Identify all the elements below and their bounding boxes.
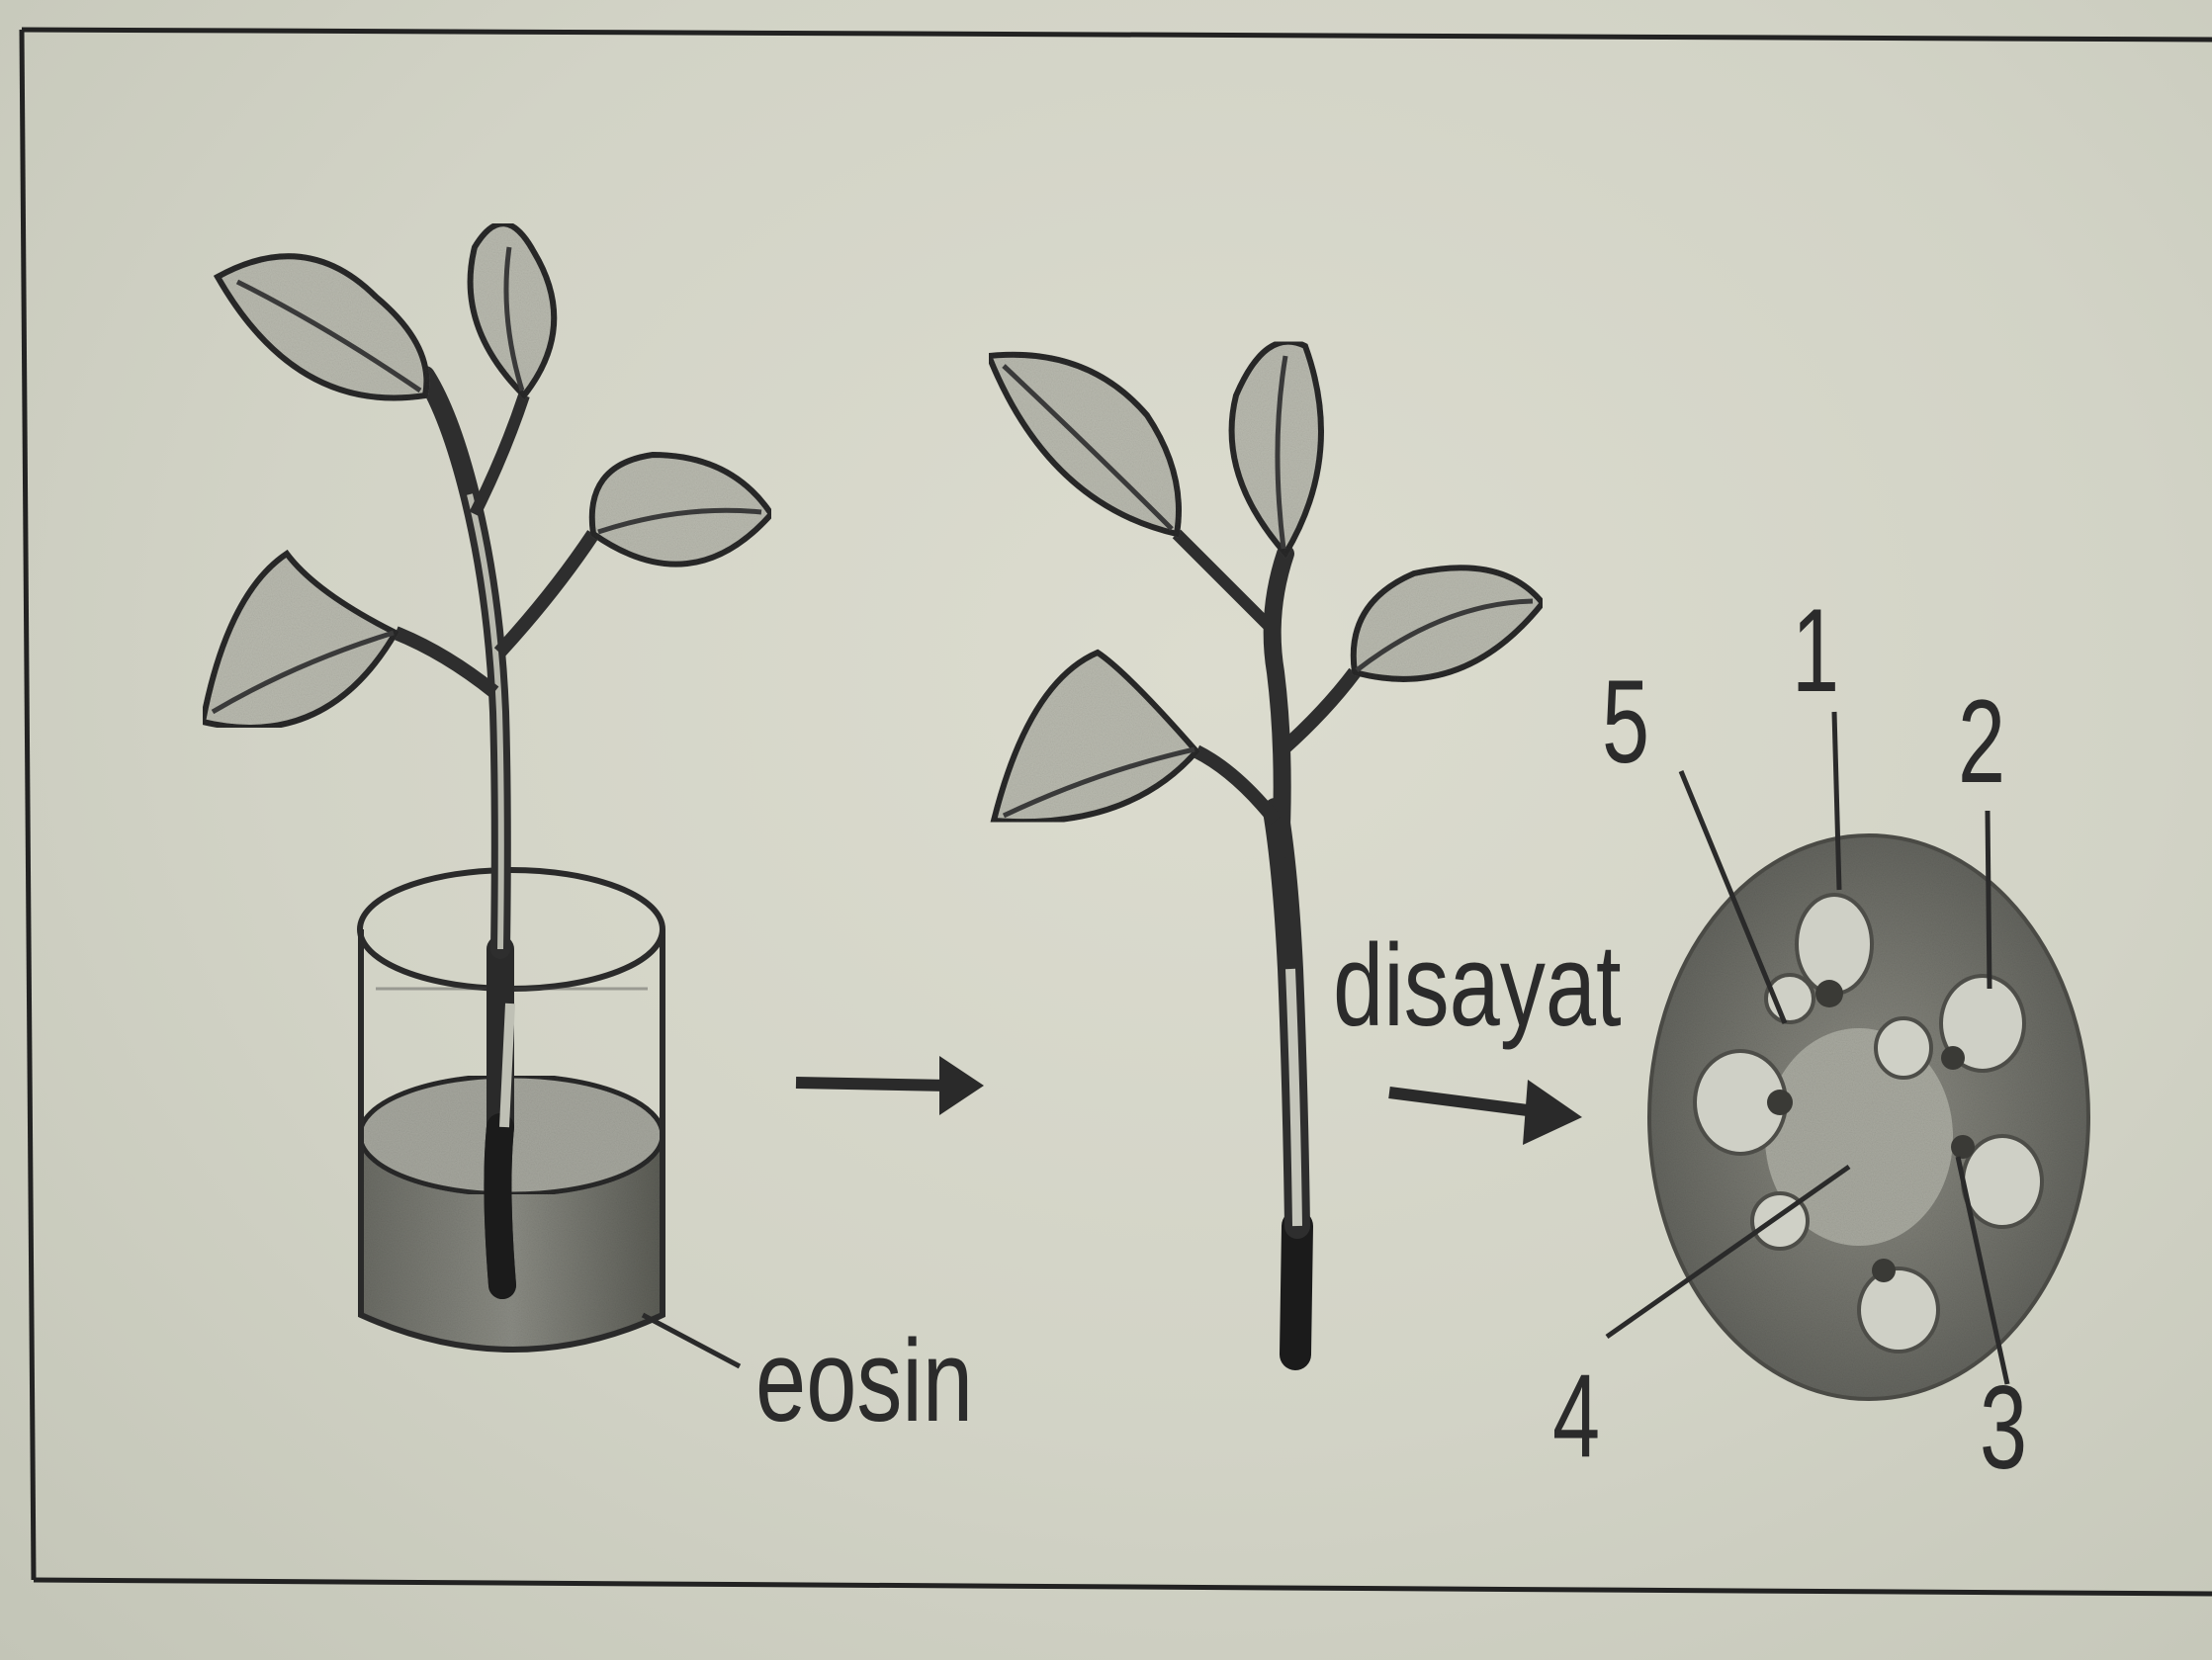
label-number-1: 1 [1792,591,1839,710]
plant-in-beaker [203,223,771,1366]
eosin-pointer [643,1315,740,1366]
arrow-1 [796,1056,984,1115]
label-number-3: 3 [1980,1368,2027,1487]
eosin-label: eosin [755,1323,973,1440]
leaf-mid-left [994,653,1196,822]
arrow-2 [1389,1080,1582,1145]
leaf-top-right [471,223,555,395]
label-number-4: 4 [1552,1356,1600,1475]
leaf-mid-right [1354,568,1543,679]
removed-plant [989,342,1543,1354]
disayat-label: disayat [1333,927,1622,1044]
label-number-2: 2 [1958,682,2005,801]
label-number-5: 5 [1602,662,1649,781]
stem-cross-section [1607,712,2088,1399]
